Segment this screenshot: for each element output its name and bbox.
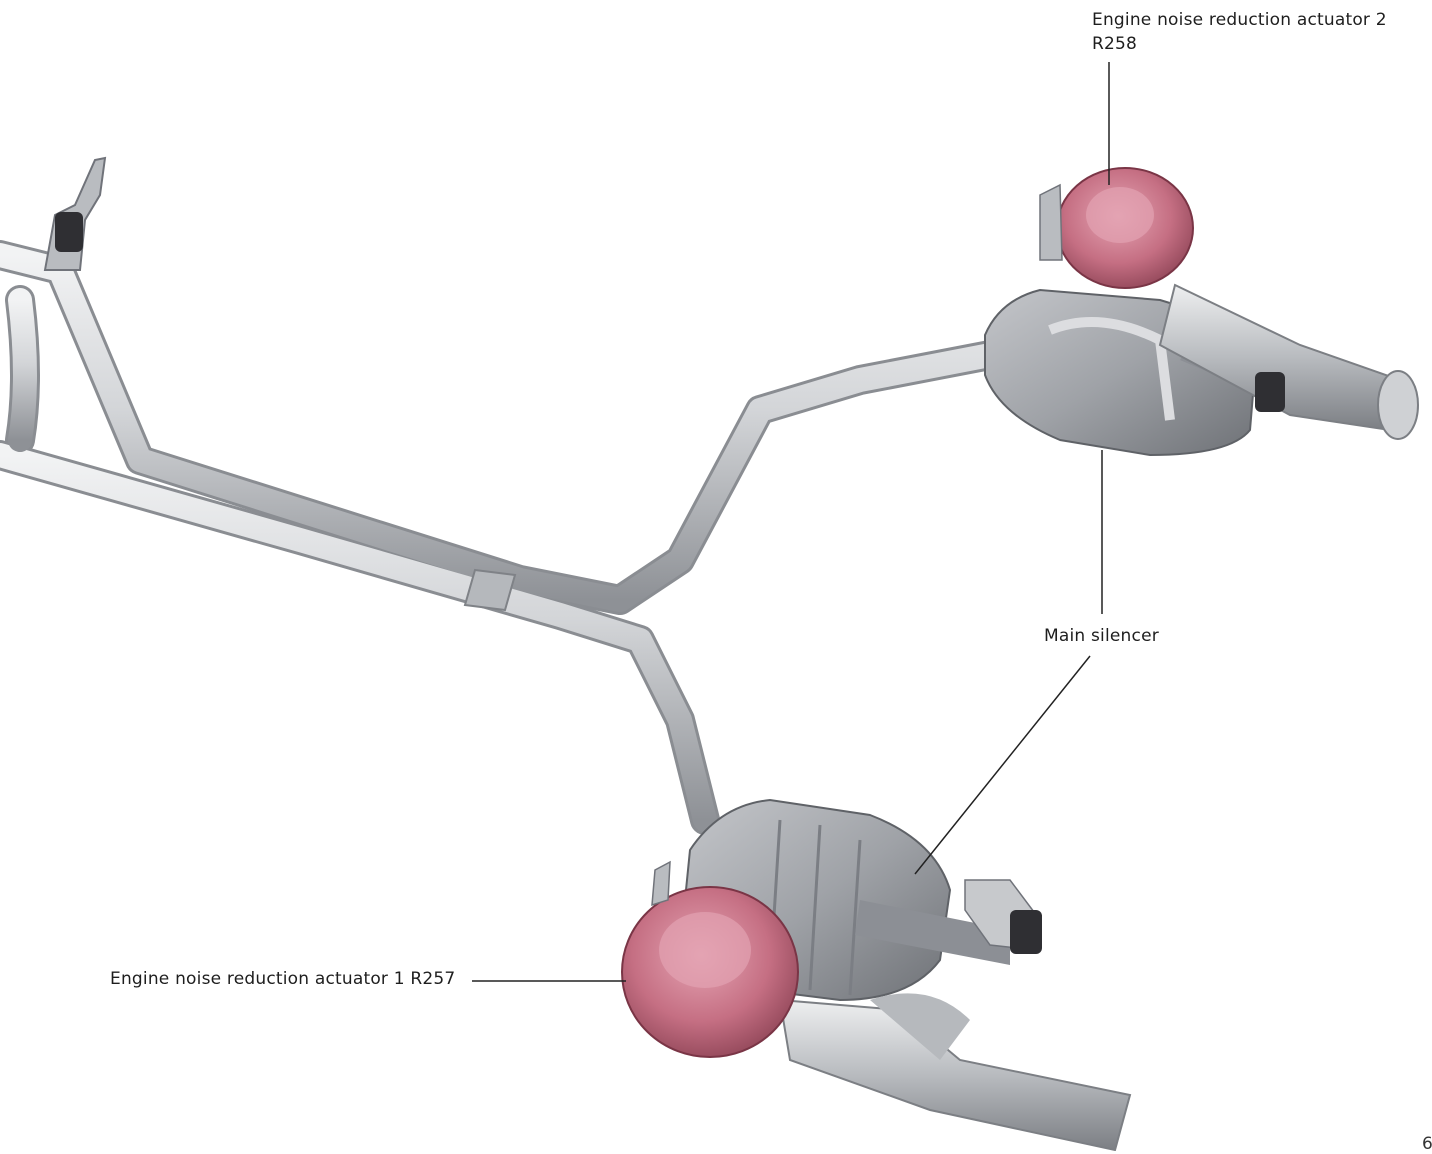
pipe-clamp (465, 570, 515, 610)
hanger-bracket (45, 158, 105, 270)
actuator-r258-body (1040, 168, 1193, 288)
exhaust-pipes (0, 255, 990, 820)
label-actuator-r258-line2: R258 (1092, 32, 1137, 56)
label-actuator-r258-line1: Engine noise reduction actuator 2 (1092, 8, 1387, 32)
page-number: 6 (1422, 1134, 1432, 1154)
tailpipe-lower (780, 993, 1130, 1150)
label-main-silencer: Main silencer (1044, 624, 1159, 648)
leader-line-silencer-lower (915, 656, 1090, 874)
label-actuator-r257: Engine noise reduction actuator 1 R257 (110, 967, 455, 991)
